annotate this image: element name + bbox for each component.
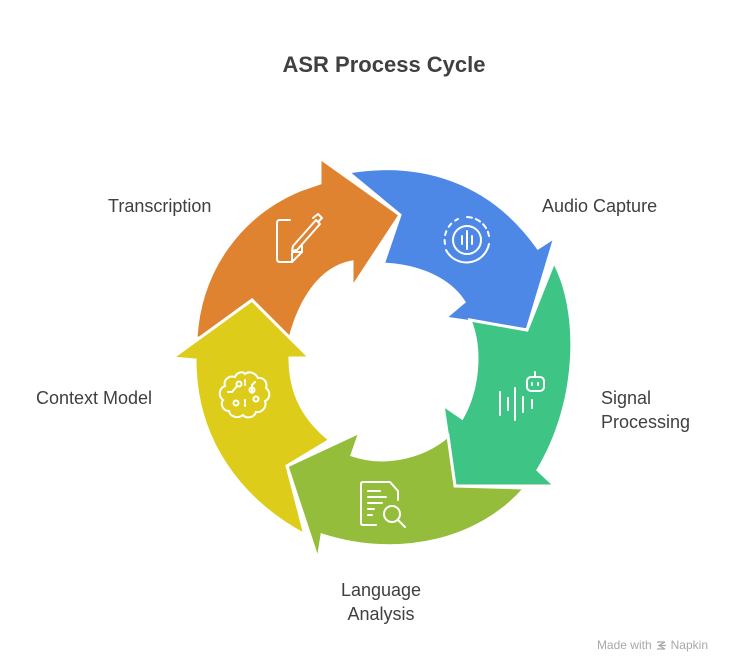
- document-search-icon: [360, 481, 406, 528]
- brain-circuit-icon: [218, 371, 271, 419]
- label-audio-capture: Audio Capture: [542, 196, 658, 216]
- label-language-line2: Analysis: [347, 604, 415, 624]
- segment-context-model: [167, 298, 333, 538]
- arrow-signal-processing: [441, 258, 574, 488]
- napkin-brand-text: Napkin: [670, 638, 708, 652]
- pen-note-icon: [276, 213, 323, 263]
- label-signal-line2: Processing: [601, 412, 691, 432]
- segment-language-analysis: [285, 429, 529, 561]
- label-language-line1: Language: [340, 580, 422, 600]
- audio-wave-icon: [443, 216, 490, 264]
- napkin-logo-icon: [656, 640, 666, 650]
- segment-transcription: [194, 155, 403, 340]
- label-language-analysis: Language Analysis: [330, 578, 432, 626]
- footer-watermark[interactable]: Made with Napkin: [597, 638, 708, 652]
- arrow-audio-capture: [344, 167, 558, 332]
- label-transcription: Transcription: [108, 196, 212, 216]
- segment-audio-capture: [344, 167, 558, 332]
- label-context-model: Context Model: [36, 388, 153, 408]
- segment-signal-processing: [441, 258, 574, 488]
- label-signal-processing: Signal Processing: [601, 386, 690, 434]
- arrow-language-analysis: [285, 429, 529, 561]
- robot-signal-icon: [499, 371, 545, 421]
- diagram-title: ASR Process Cycle: [282, 52, 486, 77]
- label-signal-line1: Signal: [601, 388, 652, 408]
- made-with-text: Made with: [596, 638, 652, 652]
